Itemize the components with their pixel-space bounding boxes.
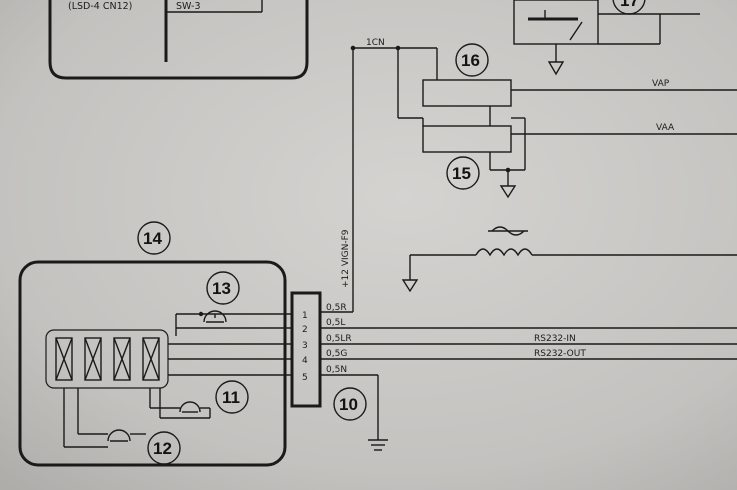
ground-icon: [368, 439, 388, 451]
connector-cell: [84, 337, 102, 381]
switch-13-icon: [203, 310, 227, 323]
connector-cell-cross: [142, 337, 160, 381]
wire-label-1: 0,5R: [326, 303, 347, 313]
pin-2: 2: [302, 325, 308, 335]
callout-12-circle: [147, 431, 181, 465]
label-sw3: SW-3: [176, 1, 201, 12]
connector-cell: [55, 337, 73, 381]
pin-4: 4: [302, 356, 308, 366]
relay-17-arm: [569, 21, 583, 41]
switch-12-icon: [107, 429, 131, 442]
ground-icon: [401, 279, 419, 293]
callout-14: 14: [143, 229, 162, 248]
ground-icon: [547, 61, 565, 76]
top-left-module-box: [48, 0, 309, 80]
pin-3: 3: [302, 341, 308, 351]
callout-14-circle: [137, 221, 171, 255]
callout-16-circle: [455, 43, 489, 77]
callout-11-circle: [215, 380, 249, 414]
callout-13-circle: [206, 271, 240, 305]
junction-dot: [198, 311, 204, 317]
callout-17: 17: [620, 0, 639, 10]
wire-label-5: 0,5N: [326, 365, 347, 375]
label-rs232-out: RS232-OUT: [534, 349, 586, 359]
connector-cell-cross: [84, 337, 102, 381]
wire-label-3: 0,5LR: [326, 334, 352, 344]
callout-15-circle: [446, 156, 480, 190]
ground-icon: [499, 185, 517, 199]
callout-10: 10: [339, 395, 358, 414]
connector-cells: [55, 337, 160, 381]
switch-11-icon: [179, 401, 201, 413]
callout-10-circle: [333, 387, 367, 421]
pin-5: 5: [302, 373, 308, 383]
module-16-box: [422, 79, 512, 107]
callout-16: 16: [461, 51, 480, 70]
connector-cell-cross: [55, 337, 73, 381]
wire-label-2: 0,5L: [326, 318, 345, 328]
inductor-icon: [475, 248, 533, 257]
connector-cell-cross: [113, 337, 131, 381]
terminal-strip: [290, 291, 322, 408]
connector-cell: [113, 337, 131, 381]
pin-1: 1: [302, 311, 308, 321]
module-15-box: [422, 125, 512, 153]
callout-12: 12: [153, 439, 172, 458]
wire-label-4: 0,5G: [326, 349, 347, 359]
label-lsd4: (LSD-4 CN12): [68, 1, 132, 12]
label-vaa: VAA: [656, 123, 675, 133]
callout-13: 13: [212, 279, 231, 298]
label-1cn: 1CN: [366, 38, 385, 48]
callout-17-circle: [612, 0, 646, 15]
label-vap: VAP: [652, 79, 670, 89]
connector-cell: [142, 337, 160, 381]
label-feed: +12 VIGN-F9: [341, 229, 351, 288]
callout-11: 11: [222, 388, 240, 407]
label-rs232-in: RS232-IN: [534, 334, 576, 344]
module-14-box: [18, 260, 287, 467]
callout-15: 15: [452, 164, 471, 183]
